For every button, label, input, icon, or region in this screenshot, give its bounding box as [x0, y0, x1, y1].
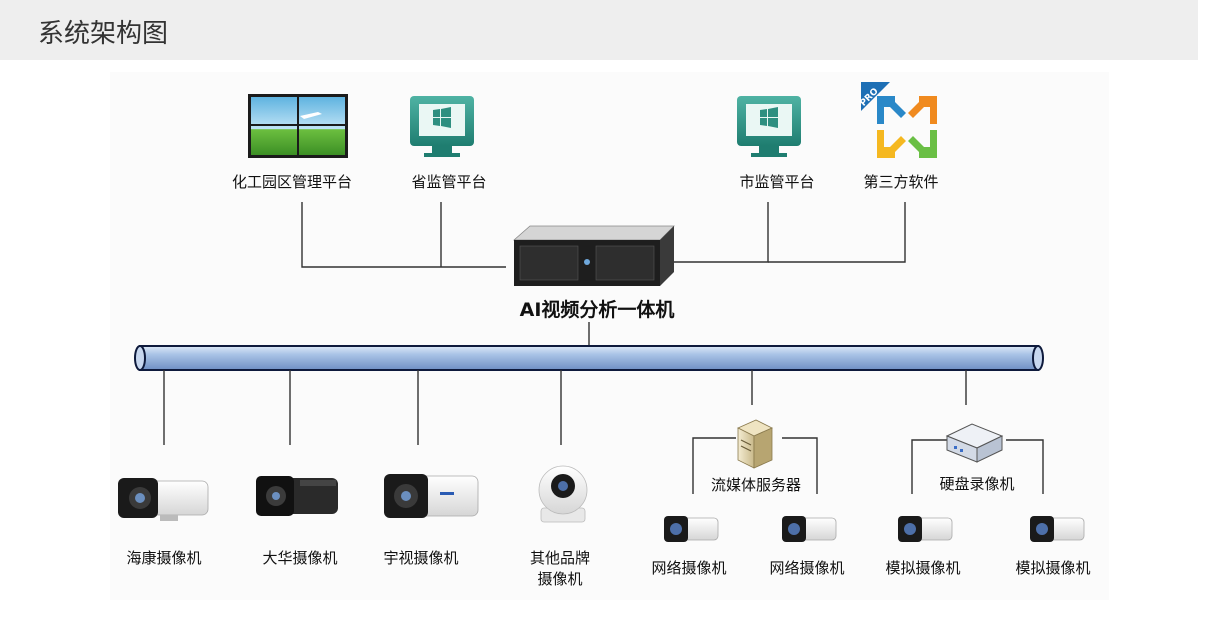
network-camera-icon	[664, 516, 719, 542]
other-brand-camera-icon	[538, 465, 588, 523]
hikvision-camera-icon	[118, 478, 209, 521]
bus-drop-lines	[163, 370, 1044, 494]
ai-analysis-server-icon	[512, 225, 675, 286]
ai-analysis-server-label: AI视频分析一体机	[520, 298, 675, 321]
network-camera-icon	[782, 516, 837, 542]
dahua-camera-icon	[256, 476, 338, 516]
dahua-camera-label: 大华摄像机	[262, 549, 337, 567]
uniview-camera-icon	[384, 474, 479, 518]
hikvision-camera-label: 海康摄像机	[126, 549, 201, 567]
top-connectors	[301, 202, 906, 346]
other-brand-camera-label-line2: 摄像机	[537, 570, 582, 588]
streaming-server-label: 流媒体服务器	[711, 476, 801, 494]
network-camera-label: 网络摄像机	[651, 559, 726, 577]
province-monitor-icon	[410, 96, 474, 157]
analog-camera-icon	[898, 516, 953, 542]
video-wall-icon	[248, 94, 348, 158]
third-party-software-label: 第三方软件	[863, 173, 938, 191]
chem-park-platform-label: 化工园区管理平台	[232, 173, 352, 191]
page-header: 系统架构图	[0, 0, 1198, 60]
city-monitor-icon	[737, 96, 801, 157]
analog-camera-label: 模拟摄像机	[885, 559, 960, 577]
uniview-camera-label: 宇视摄像机	[383, 549, 458, 567]
other-brand-camera-label-line1: 其他品牌	[530, 549, 590, 567]
analog-camera-icon	[1030, 516, 1085, 542]
province-platform-label: 省监管平台	[411, 173, 486, 191]
dvr-icon	[945, 423, 1004, 463]
page-title: 系统架构图	[38, 19, 169, 49]
analog-camera-label: 模拟摄像机	[1015, 559, 1090, 577]
network-bus	[134, 345, 1044, 371]
city-platform-label: 市监管平台	[739, 173, 814, 191]
streaming-server-icon	[737, 419, 773, 469]
dvr-label: 硬盘录像机	[939, 475, 1014, 493]
network-camera-label: 网络摄像机	[769, 559, 844, 577]
